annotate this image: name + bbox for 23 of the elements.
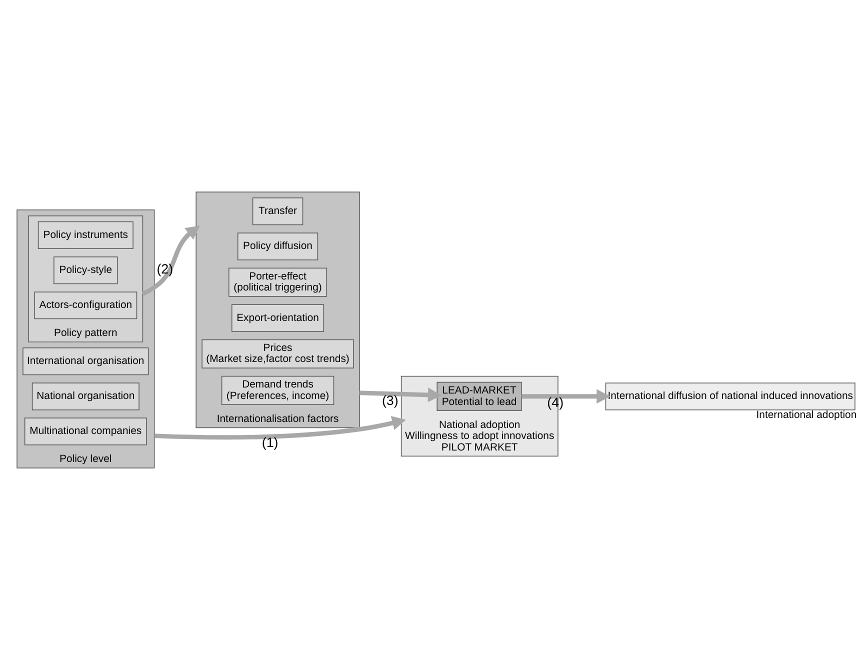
edge-label: (2) [156, 262, 174, 277]
node-box: Policy diffusion [238, 232, 318, 260]
node-box: Transfer [252, 198, 304, 226]
node-label: International adoption [756, 410, 857, 422]
node-box: LEAD-MARKET Potential to lead [436, 382, 522, 411]
node-box: International diffusion of national induced innovations [605, 382, 856, 410]
node-box: Export-orientation [232, 304, 324, 332]
node-box: Policy-style [54, 256, 118, 284]
node-box: National organisation [32, 382, 140, 410]
arrow [142, 226, 200, 296]
arrow [522, 389, 610, 404]
edge-label: (4) [547, 395, 564, 410]
node-box: International organisation [22, 348, 149, 376]
edge-label: (1) [262, 434, 278, 450]
node-box: Actors-configuration [34, 292, 138, 320]
edge-label: (3) [382, 392, 398, 408]
arrow [359, 388, 442, 402]
arrow [154, 416, 406, 440]
node-box: Policy instruments [38, 221, 134, 250]
node-box: Multinational companies [24, 418, 147, 446]
node-box: Porter-effect (political triggering) [228, 268, 328, 297]
node-box: Prices (Market size,factor cost trends) [202, 339, 354, 368]
node-box: Demand trends (Preferences, income) [221, 376, 334, 405]
